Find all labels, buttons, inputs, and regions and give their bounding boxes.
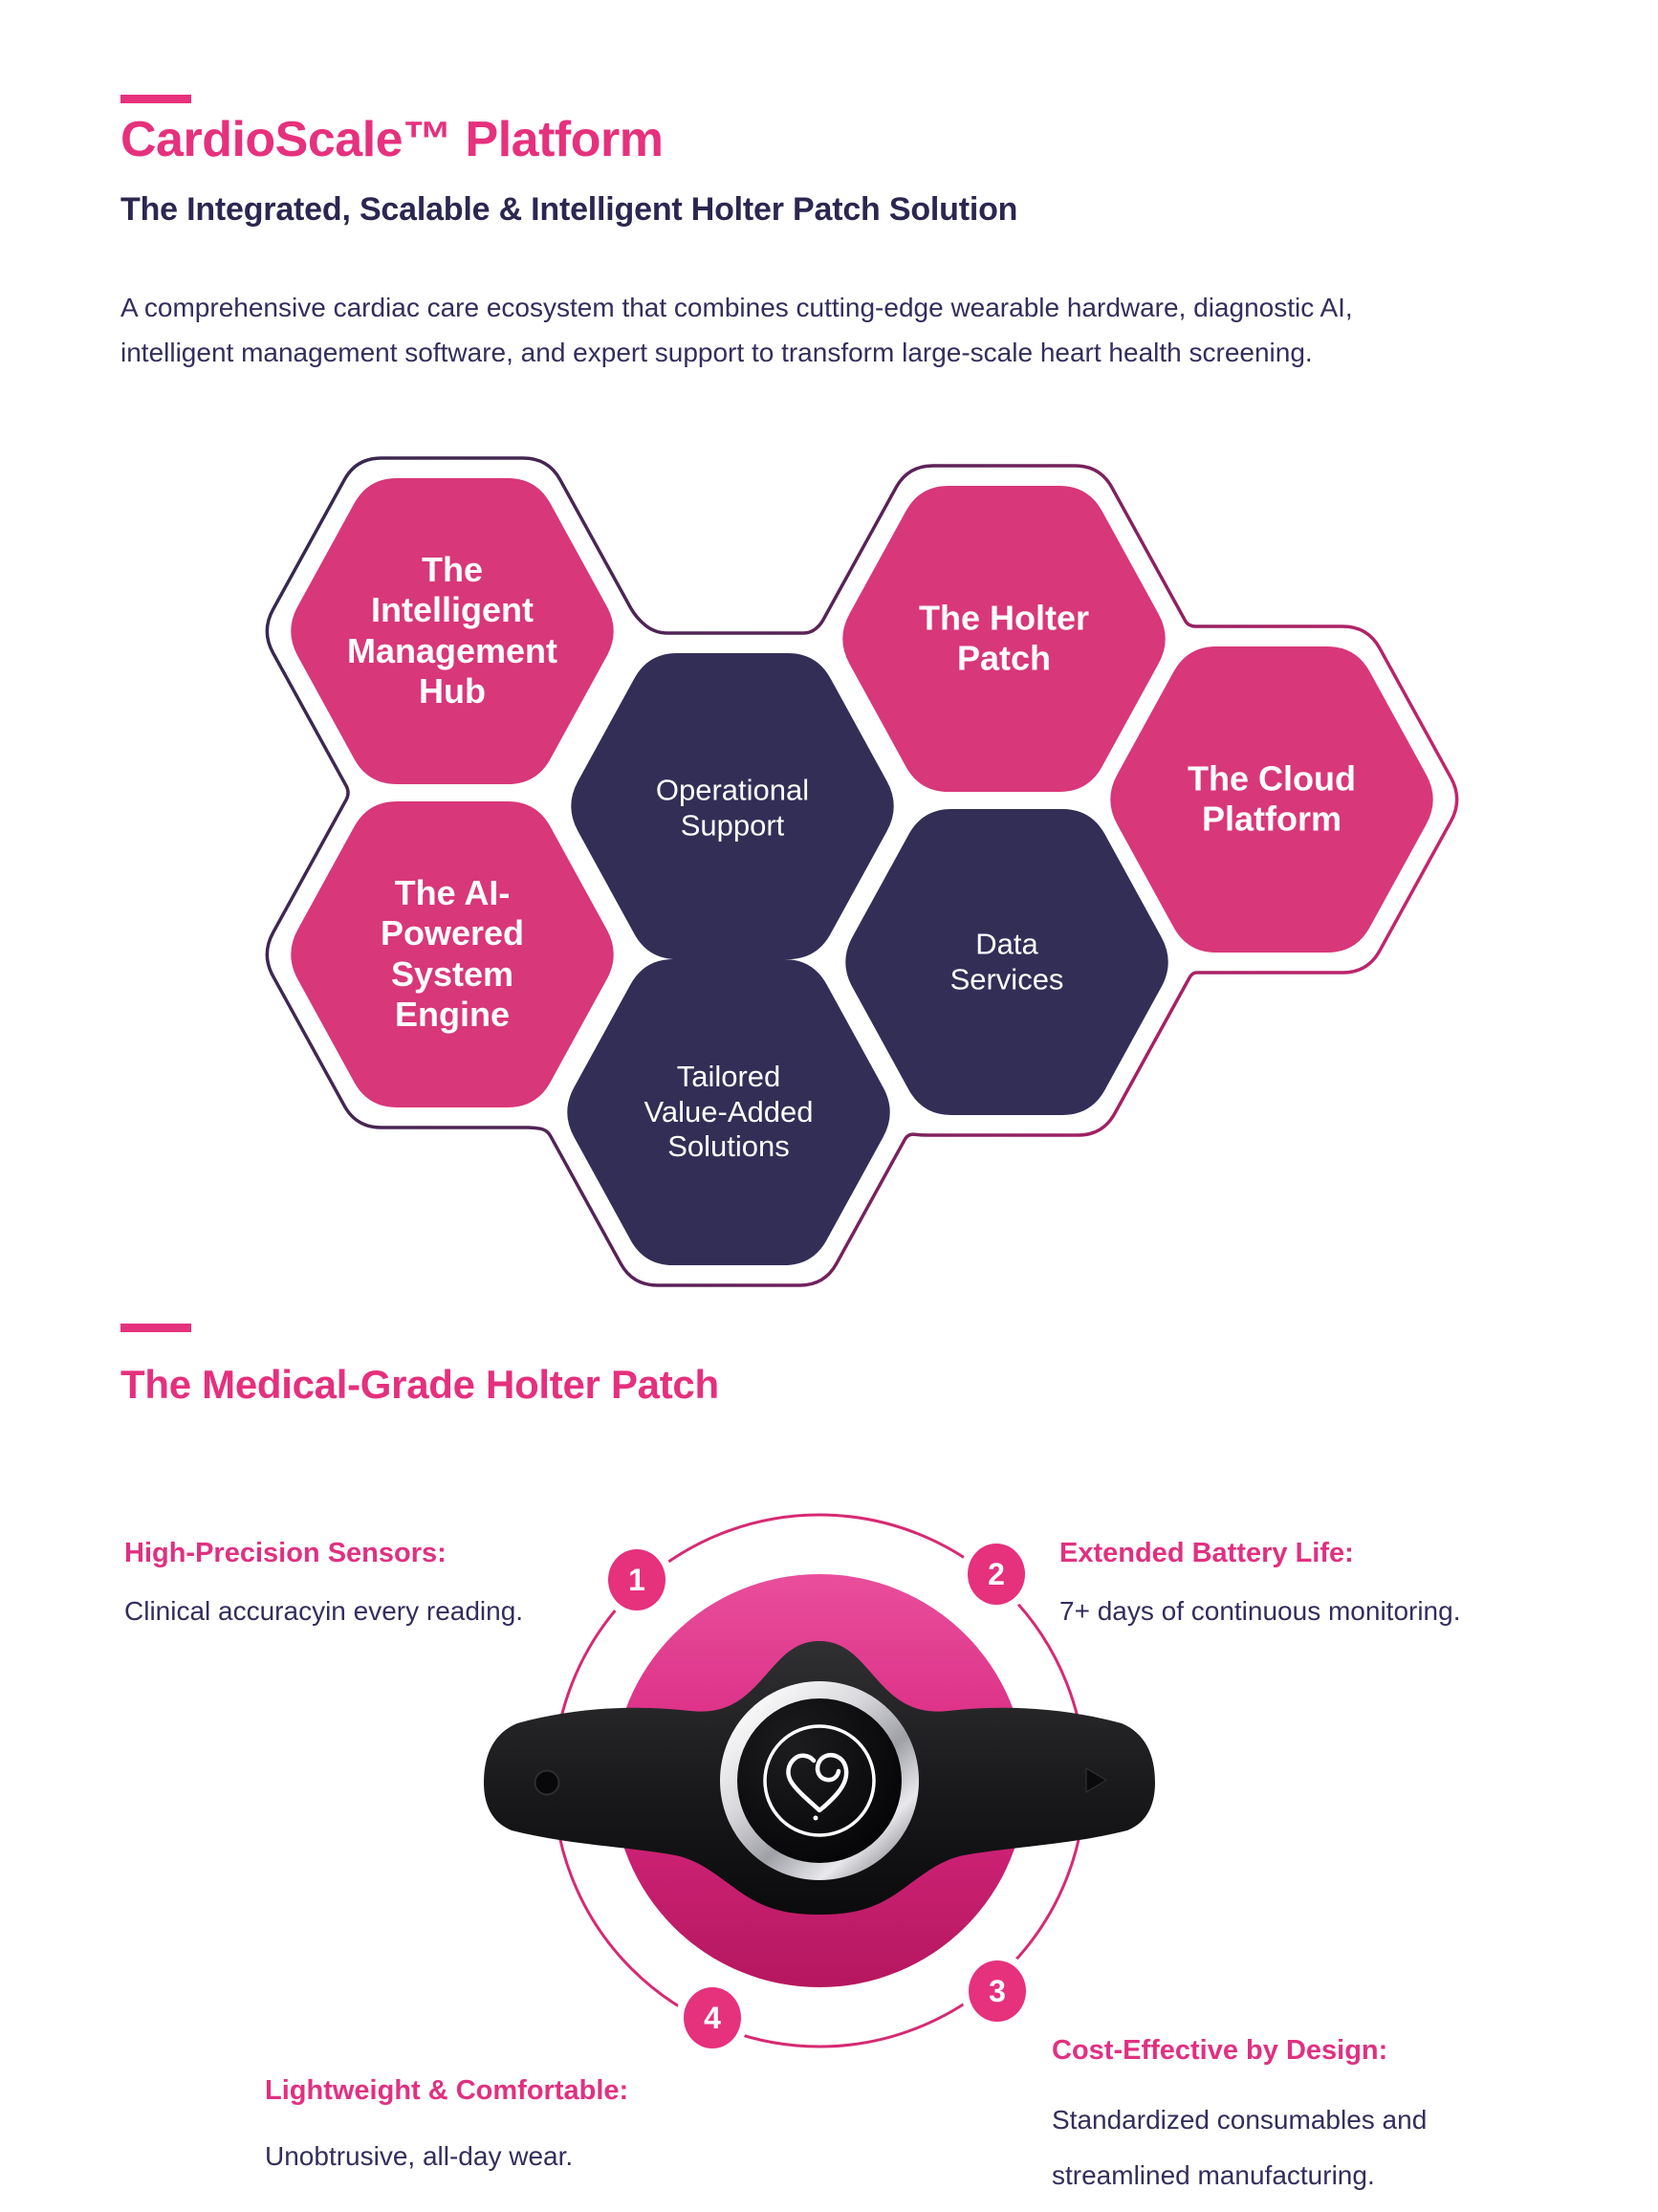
feature-cost-effective: Cost-Effective by Design: Standardized c… bbox=[1052, 2033, 1427, 2203]
hex-label-management-hub: The Intelligent Management Hub bbox=[346, 550, 558, 712]
hex-cell-operational-support bbox=[571, 653, 894, 959]
section-dash bbox=[120, 95, 191, 103]
hex-label-operational-support: Operational Support bbox=[655, 773, 810, 842]
intro-paragraph: A comprehensive cardiac care ecosystem t… bbox=[120, 293, 1353, 367]
hex-cell-management-hub bbox=[291, 478, 614, 784]
hex-cell-ai-system-engine bbox=[291, 801, 614, 1107]
module-face bbox=[737, 1698, 902, 1863]
module-inner-ring bbox=[763, 1724, 876, 1837]
feature-marker-3: 3 bbox=[969, 1960, 1026, 2022]
hex-label-data-services: Data Services bbox=[949, 927, 1064, 996]
feature-marker-2: 2 bbox=[968, 1544, 1025, 1605]
feature-lightweight-comfortable: Lightweight & Comfortable: Unobtrusive, … bbox=[265, 2073, 628, 2184]
feature-extended-battery-life: Extended Battery Life: 7+ days of contin… bbox=[1059, 1536, 1460, 1639]
hex-cell-data-services bbox=[845, 809, 1168, 1115]
feature-body: Standardized consumables and streamlined… bbox=[1052, 2105, 1428, 2190]
hex-label-ai-system-engine: The AI- Powered System Engine bbox=[380, 873, 525, 1035]
hex-cell-cloud-platform bbox=[1110, 646, 1433, 953]
section2-heading: The Medical-Grade Holter Patch bbox=[120, 1362, 719, 1407]
feature-high-precision-sensors: High-Precision Sensors: Clinical accurac… bbox=[124, 1536, 523, 1639]
page-subtitle: The Integrated, Scalable & Intelligent H… bbox=[120, 191, 1018, 228]
hex-label-cloud-platform: The Cloud Platform bbox=[1188, 758, 1356, 839]
hexagon-cluster-diagram bbox=[265, 456, 1459, 1287]
feature-title: Extended Battery Life: bbox=[1059, 1538, 1354, 1568]
feature-title: High-Precision Sensors: bbox=[124, 1538, 447, 1568]
device-arrow-icon bbox=[1085, 1767, 1107, 1793]
section-dash bbox=[120, 1324, 191, 1332]
hex-cluster-outline bbox=[265, 456, 1459, 1287]
feature-body: Unobtrusive, all-day wear. bbox=[265, 2141, 574, 2171]
feature-body: 7+ days of continuous monitoring. bbox=[1059, 1596, 1461, 1626]
feature-marker-4: 4 bbox=[684, 1987, 741, 2048]
hex-cell-tailored-solutions bbox=[567, 959, 890, 1265]
feature-body: Clinical accuracyin every reading. bbox=[124, 1596, 524, 1626]
feature-title: Lightweight & Comfortable: bbox=[265, 2075, 629, 2106]
feature-title: Cost-Effective by Design: bbox=[1052, 2035, 1388, 2066]
hex-label-holter-patch: The Holter Patch bbox=[918, 598, 1089, 678]
hex-cell-holter-patch bbox=[842, 486, 1166, 792]
page-title: CardioScale™ Platform bbox=[120, 112, 664, 167]
hex-label-tailored-solutions: Tailored Value-Added Solutions bbox=[644, 1060, 814, 1164]
device-center-module bbox=[720, 1681, 919, 1880]
heart-logo-icon bbox=[786, 1753, 849, 1821]
device-electrode-dot bbox=[534, 1769, 560, 1796]
feature-marker-1: 1 bbox=[608, 1549, 665, 1610]
holter-patch-figure bbox=[484, 1513, 1155, 2048]
